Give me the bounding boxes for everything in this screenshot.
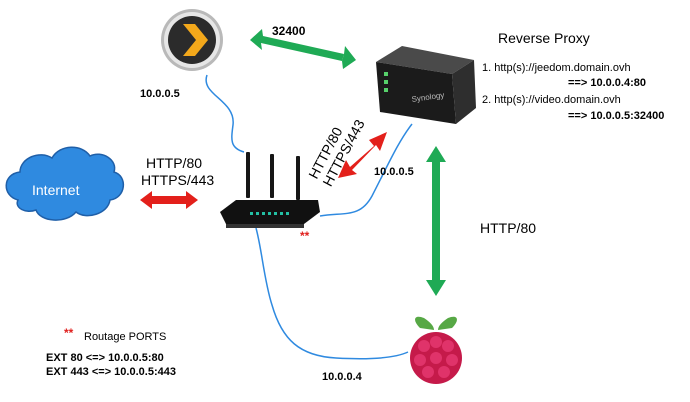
internet-https-label: HTTPS/443: [141, 172, 215, 188]
proxy-rule-1-target: ==> 10.0.0.4:80: [568, 77, 646, 89]
cable-plex-router: [205, 74, 245, 153]
legend-marker: **: [64, 326, 74, 340]
arrow-router-nas: [338, 132, 387, 178]
internet-label: Internet: [32, 182, 80, 198]
raspberry-pi-icon: [410, 316, 462, 384]
router-ports-marker: **: [300, 229, 310, 243]
pi-ip-label: 10.0.0.4: [322, 371, 362, 383]
arrow-internet-router: [140, 191, 198, 209]
nas-pi-http-label: HTTP/80: [480, 220, 537, 236]
internet-cloud-icon: [5, 146, 124, 221]
legend-rule-1: EXT 80 <=> 10.0.0.5:80: [46, 352, 164, 364]
arrow-nas-pi: [426, 146, 446, 296]
proxy-rule-2-target: ==> 10.0.0.5:32400: [568, 110, 665, 122]
cable-router-pi: [255, 227, 409, 360]
plex-nas-port-label: 32400: [272, 24, 306, 38]
proxy-rule-1: 1. http(s)://jeedom.domain.ovh: [482, 62, 631, 74]
legend-title: Routage PORTS: [84, 331, 167, 343]
arrow-plex-nas: [250, 29, 356, 69]
plex-ip-label: 10.0.0.5: [140, 88, 180, 100]
cable-router-nas: [319, 123, 413, 217]
wifi-router-icon: [220, 152, 320, 228]
plex-server-icon: [161, 9, 223, 71]
synology-nas-icon: Synology: [376, 46, 476, 124]
legend-rule-2: EXT 443 <=> 10.0.0.5:443: [46, 366, 176, 378]
internet-http-label: HTTP/80: [146, 155, 203, 171]
proxy-rule-2: 2. http(s)://video.domain.ovh: [482, 94, 621, 106]
router-nas-ip-label: 10.0.0.5: [374, 166, 414, 178]
reverse-proxy-title: Reverse Proxy: [498, 30, 590, 46]
